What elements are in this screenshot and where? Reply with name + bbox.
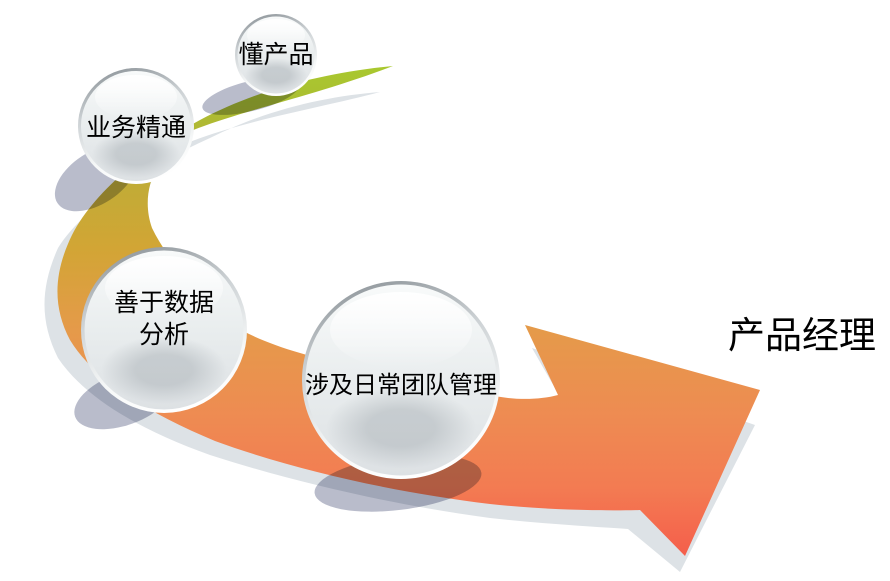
sphere-bottom-shade — [245, 58, 307, 92]
diagram-title: 产品经理 — [728, 315, 876, 356]
arrow-ribbon — [57, 66, 760, 556]
sphere-bottom-shade — [326, 387, 476, 469]
sphere-gloss — [330, 292, 472, 368]
sphere-step-1 — [235, 14, 317, 96]
sphere-bottom-shade — [101, 336, 227, 404]
step-label-shanyu-shuju-line2: 分析 — [139, 321, 189, 349]
sphere-step-4 — [302, 281, 500, 479]
sphere-gloss — [95, 75, 177, 119]
sphere-gloss — [247, 19, 305, 51]
step-label-tuandui-guanli: 涉及日常团队管理 — [305, 372, 497, 399]
sphere-step-3 — [81, 247, 247, 413]
sphere-bottom-shade — [92, 130, 180, 178]
step-label-shanyu-shuju-line1: 善于数据 — [114, 289, 214, 317]
sphere-step-2 — [78, 68, 194, 184]
step-label-yewu-jingtong: 业务精通 — [86, 114, 186, 142]
sphere-gloss — [105, 256, 223, 320]
step-label-dong-chanpin: 懂产品 — [238, 41, 313, 69]
